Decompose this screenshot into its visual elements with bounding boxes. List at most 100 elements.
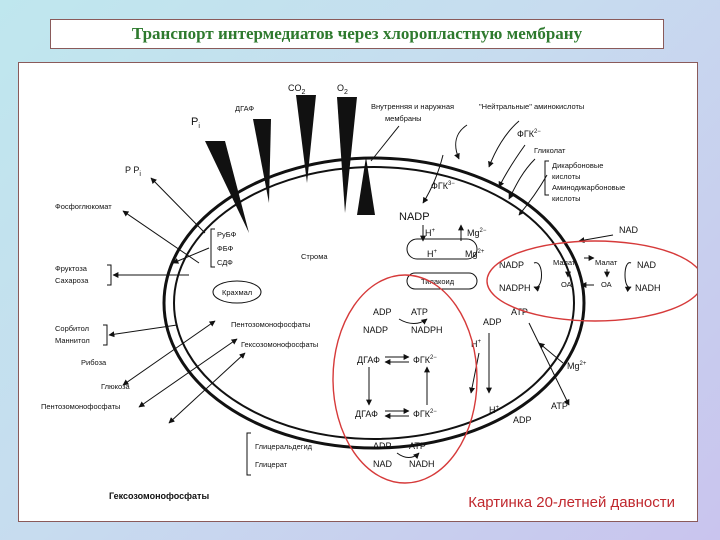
label-adp-b: ADP bbox=[513, 415, 532, 425]
label-glyceraldehyde: Глицеральдегид bbox=[255, 442, 313, 451]
arrow-pentoso bbox=[168, 352, 246, 424]
label-nadh-r2: NADH bbox=[635, 283, 661, 293]
arrow-adp-atp-a bbox=[398, 318, 428, 325]
caption: Картинка 20-летней давности bbox=[468, 494, 675, 511]
label-nadp-a: NADP bbox=[363, 325, 388, 335]
wedge-dgaf bbox=[253, 119, 271, 203]
label-mg-1: Mg2− bbox=[467, 228, 487, 238]
label-pentoso-in: Пентозомонофосфаты bbox=[231, 320, 310, 329]
label-dicarb-3: Аминодикарбоновые bbox=[552, 183, 625, 192]
label-glycerate: Глицерат bbox=[255, 460, 288, 469]
label-pentoso-out: Пентозомонофосфаты bbox=[41, 402, 120, 411]
bracket-sorbitol bbox=[103, 324, 108, 346]
wedge-co2 bbox=[296, 95, 316, 183]
label-nadp-top: NADP bbox=[399, 211, 430, 223]
label-malat-1: Малат bbox=[553, 258, 576, 267]
arrow-fosfoglukomat bbox=[122, 210, 200, 264]
bracket-rubf bbox=[210, 228, 215, 268]
label-nad-r2: NAD bbox=[637, 260, 657, 270]
outer-membrane bbox=[162, 156, 586, 450]
label-sorbitol-1: Сорбитол bbox=[55, 324, 89, 333]
label-hexoso-out: Гексозомонофосфаты bbox=[109, 491, 209, 501]
label-ppi: P Pi bbox=[125, 165, 141, 178]
arrow-glucose bbox=[138, 338, 238, 408]
label-nad-right: NAD bbox=[619, 225, 639, 235]
label-nadph-mid: NADPH bbox=[499, 283, 531, 293]
label-fgk3: ФГК3− bbox=[431, 181, 455, 191]
wedge-o2 bbox=[337, 97, 357, 213]
arrow-mg-r bbox=[538, 342, 564, 364]
bracket-glycer bbox=[246, 432, 251, 476]
label-hplus-b: H+ bbox=[489, 405, 500, 415]
label-adp-a: ADP bbox=[373, 307, 392, 317]
arrow-neutral-2 bbox=[488, 120, 520, 168]
label-atp-c: ATP bbox=[409, 441, 426, 451]
arrow-nad-cycle bbox=[624, 262, 632, 293]
arrow-glycolate bbox=[508, 158, 536, 200]
arrow-membrane-2 bbox=[422, 154, 444, 204]
label-dgaf-top: ДГАФ bbox=[235, 104, 254, 113]
label-fosfoglukomat: Фосфоглюкомат bbox=[55, 202, 112, 211]
label-pi: Pi bbox=[191, 116, 200, 130]
label-fructose-1: Фруктоза bbox=[55, 264, 88, 273]
label-co2: CO2 bbox=[288, 83, 306, 96]
arrow-ppi bbox=[150, 177, 206, 234]
label-dgaf-1: ДГАФ bbox=[357, 355, 380, 365]
label-hplus-2: H+ bbox=[427, 249, 438, 259]
label-adp-c: ADP bbox=[373, 441, 392, 451]
label-glucose: Глюкоза bbox=[101, 382, 131, 391]
diagram-panel: Pi ДГАФ CO2 O2 Внутренняя и наружная мем… bbox=[18, 62, 698, 522]
page-title: Транспорт интермедиатов через хлоропласт… bbox=[131, 24, 583, 43]
arrow-hplus-r bbox=[469, 352, 480, 394]
label-atp-a: ATP bbox=[411, 307, 428, 317]
label-fgk-2: ФГК2− bbox=[413, 409, 437, 419]
label-dicarb-4: кислоты bbox=[552, 194, 581, 203]
label-membranes-1: Внутренняя и наружная bbox=[371, 102, 454, 111]
label-rubf: РуБФ bbox=[217, 230, 237, 239]
wedge-pi bbox=[205, 141, 249, 233]
highlight-ellipse-right bbox=[486, 240, 697, 322]
label-hexoso-in: Гексозомонофосфаты bbox=[241, 340, 318, 349]
label-hplus-1: H+ bbox=[425, 228, 436, 238]
label-neutral-aa: "Нейтральные" аминокислоты bbox=[479, 102, 584, 111]
label-membranes-2: мембраны bbox=[385, 114, 422, 123]
arrow-dicarb bbox=[518, 174, 548, 216]
arrow-nadp-cycle bbox=[533, 262, 542, 292]
label-oa-1: ОА bbox=[561, 280, 572, 289]
label-dgaf-2: ДГАФ bbox=[355, 409, 378, 419]
label-glycolate: Гликолат bbox=[534, 146, 566, 155]
wedge-membrane bbox=[357, 157, 375, 215]
label-dicarb-1: Дикарбоновые bbox=[552, 161, 603, 170]
label-nadp-mid: NADP bbox=[499, 260, 524, 270]
label-nadh-c: NADH bbox=[409, 459, 435, 469]
label-fgk2-top: ФГК2− bbox=[517, 129, 541, 139]
arrow-nad-right bbox=[578, 234, 614, 244]
label-hplus-r: H+ bbox=[471, 339, 482, 349]
thylakoid-disk-1 bbox=[406, 238, 478, 260]
pointer-membrane bbox=[370, 125, 400, 162]
label-fbf: ФБФ bbox=[217, 244, 234, 253]
label-stroma: Строма bbox=[301, 252, 328, 261]
label-nadph-a: NADPH bbox=[411, 325, 443, 335]
label-thylakoid: Тилакоид bbox=[421, 277, 455, 286]
label-malat-2: Малат bbox=[595, 258, 618, 267]
label-fgk-1: ФГК2− bbox=[413, 355, 437, 365]
label-ribose: Рибоза bbox=[81, 358, 107, 367]
arrow-atp-r bbox=[528, 322, 570, 406]
arrow-fgk2 bbox=[498, 144, 526, 188]
label-atp-b: ATP bbox=[551, 401, 568, 411]
label-adp-r: ADP bbox=[483, 317, 502, 327]
arrow-neutral-1 bbox=[454, 124, 468, 160]
label-nad-c: NAD bbox=[373, 459, 393, 469]
label-mg-2: Mg2+ bbox=[465, 249, 485, 259]
starch-granule bbox=[212, 280, 262, 304]
highlight-ellipse-left bbox=[332, 274, 478, 484]
label-oa-2: ОА bbox=[601, 280, 612, 289]
chloroplast-diagram: Pi ДГАФ CO2 O2 Внутренняя и наружная мем… bbox=[41, 83, 697, 501]
label-fructose-2: Сахароза bbox=[55, 276, 89, 285]
inner-membrane bbox=[173, 166, 575, 440]
arrow-rubf bbox=[172, 247, 210, 264]
arrow-adp-atp-c bbox=[396, 452, 420, 459]
label-sdf: СДФ bbox=[217, 258, 233, 267]
title-box: Транспорт интермедиатов через хлоропласт… bbox=[50, 19, 664, 49]
